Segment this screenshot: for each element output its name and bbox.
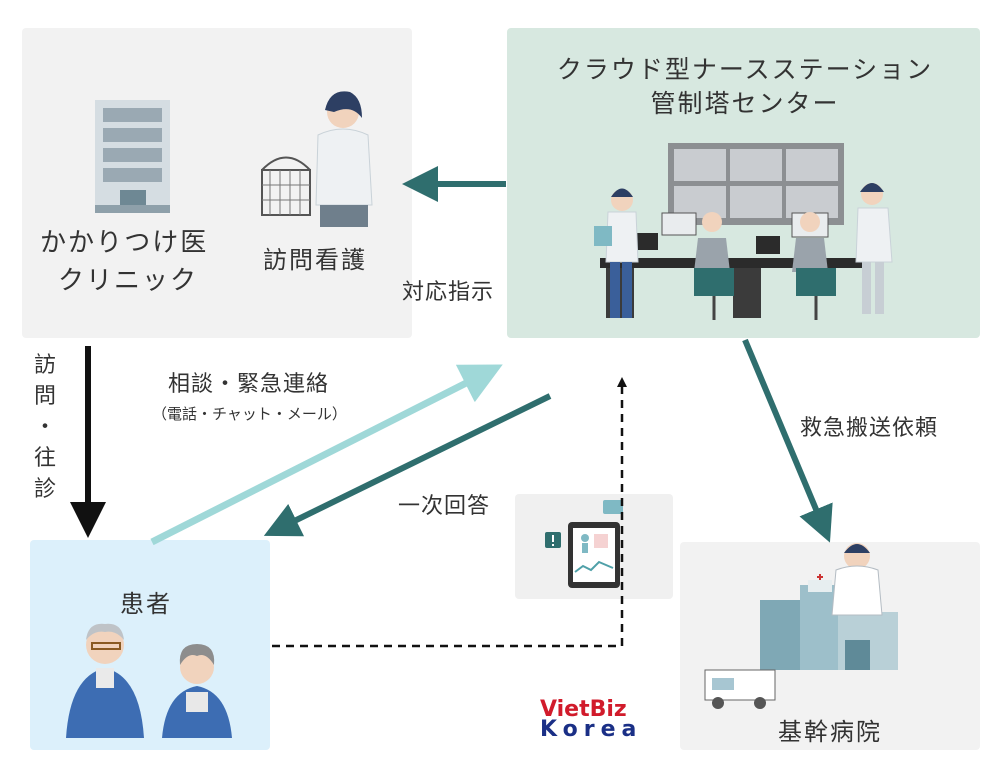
tablet-icon: [545, 500, 623, 588]
first-reply-label: 一次回答: [398, 494, 491, 519]
logo-part1: VietBiz: [540, 697, 627, 722]
consult-sublabel: （電話・チャット・メール）: [152, 405, 347, 423]
center-label-line1: クラウド型ナースステーション: [556, 55, 934, 84]
first-reply-arrow: [263, 393, 552, 537]
visit-char-5: 診: [33, 477, 56, 502]
visit-char-2: 問: [33, 384, 56, 409]
visit-label: 訪 問 ・ 往 診: [30, 350, 60, 505]
nurse-label: 訪問看護: [263, 246, 367, 274]
patients-icon: [66, 623, 232, 738]
hospital-label: 基幹病院: [778, 718, 882, 746]
visit-char-4: 往: [33, 446, 56, 471]
ambulance-label: 救急搬送依頼: [800, 416, 939, 441]
clinic-label-line1: かかりつけ医: [40, 228, 209, 258]
visiting-nurse-icon: [261, 91, 373, 227]
monitoring-dashed-arrow: [272, 377, 627, 648]
control-center-icon: [594, 143, 893, 320]
visit-char-1: 訪: [33, 353, 56, 378]
logo-part2: Korea: [540, 717, 643, 742]
center-label-line2: 管制塔センター: [650, 89, 840, 118]
hospital-icon: [704, 543, 898, 709]
watermark-logo: VietBiz Korea: [540, 697, 643, 742]
consult-arrow: [150, 364, 503, 546]
instruction-label: 対応指示: [402, 280, 495, 305]
consult-label: 相談・緊急連絡: [168, 372, 330, 397]
visit-char-3: ・: [33, 415, 56, 440]
clinic-label-line2: クリニック: [58, 266, 199, 296]
ambulance-arrow: [742, 338, 833, 543]
patient-label: 患者: [120, 590, 172, 618]
clinic-building-icon: [95, 100, 170, 213]
